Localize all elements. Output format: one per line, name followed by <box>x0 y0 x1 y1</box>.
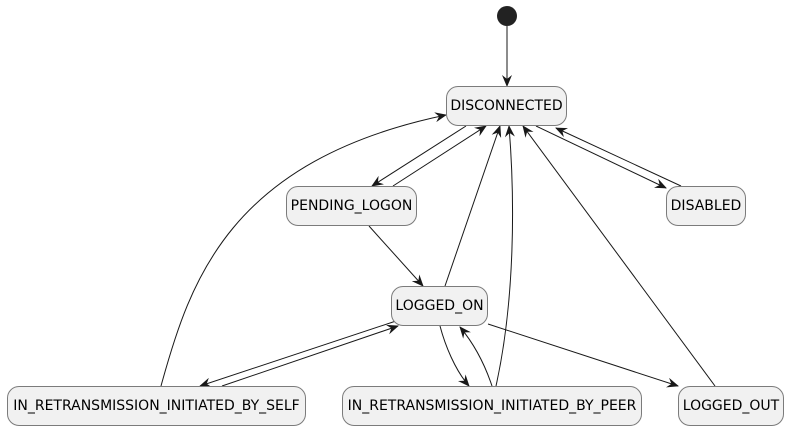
state-logged-out[interactable]: LOGGED_OUT <box>678 386 784 426</box>
transition-pending-logon-to-logged-on <box>368 225 424 287</box>
state-label: IN_RETRANSMISSION_INITIATED_BY_SELF <box>13 398 300 414</box>
transition-disabled-to-disconnected <box>555 127 682 187</box>
transition-disconnected-to-pending-logon <box>371 125 467 187</box>
state-label: PENDING_LOGON <box>290 198 413 214</box>
state-pending-logon[interactable]: PENDING_LOGON <box>286 186 417 226</box>
transition-logged-on-to-in-retransmission-initiated-by-peer <box>439 325 470 387</box>
state-label: IN_RETRANSMISSION_INITIATED_BY_PEER <box>347 398 637 414</box>
transition-logged-on-to-in-retransmission-initiated-by-self <box>199 320 397 388</box>
state-label: LOGGED_OUT <box>682 398 780 414</box>
state-disconnected[interactable]: DISCONNECTED <box>446 86 567 126</box>
state-label: LOGGED_ON <box>395 298 484 314</box>
transition-in-retransmission-initiated-by-peer-to-logged-on <box>459 326 493 387</box>
transition-pending-logon-to-disconnected <box>392 125 487 187</box>
transition-logged-on-to-logged-out <box>487 323 679 388</box>
transition-logged-on-to-disconnected <box>444 125 502 287</box>
state-disabled[interactable]: DISABLED <box>666 186 746 226</box>
transition-in-retransmission-initiated-by-self-to-logged-on <box>221 324 399 387</box>
state-logged-on[interactable]: LOGGED_ON <box>391 286 488 326</box>
transition-logged-out-to-disconnected <box>522 125 716 387</box>
transition-in-retransmission-initiated-by-peer-to-disconnected <box>495 125 515 387</box>
state-in-retransmission-peer[interactable]: IN_RETRANSMISSION_INITIATED_BY_PEER <box>342 386 642 426</box>
state-in-retransmission-self[interactable]: IN_RETRANSMISSION_INITIATED_BY_SELF <box>7 386 306 426</box>
transition-disconnected-to-disabled <box>535 125 667 189</box>
transition-in-retransmission-initiated-by-self-to-disconnected <box>160 112 447 387</box>
state-label: DISCONNECTED <box>450 98 563 114</box>
initial-state-node <box>497 6 517 26</box>
state-label: DISABLED <box>670 198 742 214</box>
